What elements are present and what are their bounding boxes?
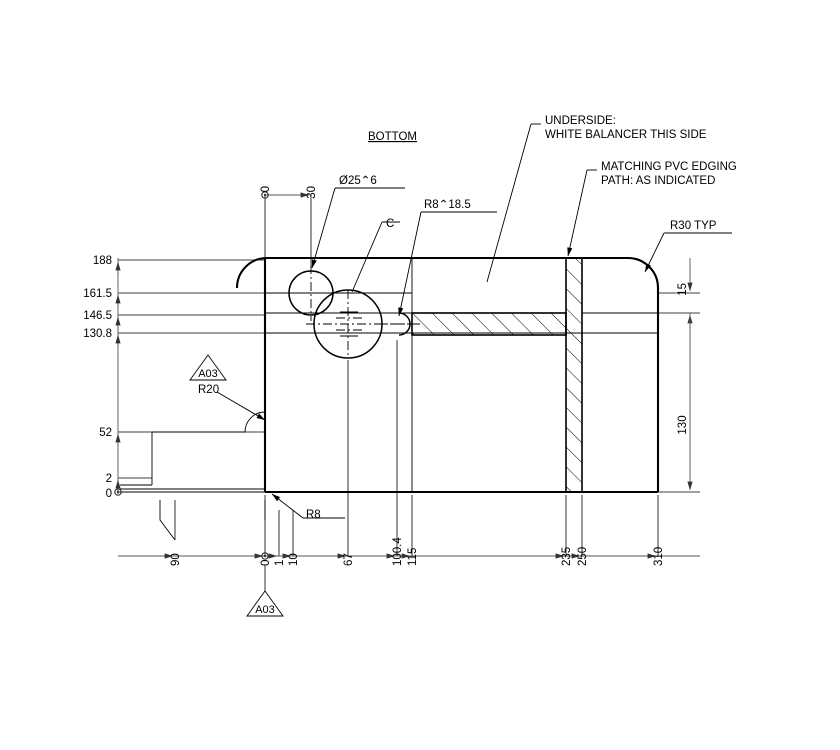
callout-fillet-r8: R8: [306, 509, 321, 521]
dim-bottom-1: 1: [274, 560, 286, 566]
dim-bottom-10: 10: [288, 553, 300, 566]
hatched-vertical-strip: [565, 257, 583, 493]
note-underside-line2: WHITE BALANCER THIS SIDE: [545, 129, 707, 141]
bottom-horizontal-dimension-chain: [118, 340, 700, 560]
left-vertical-dimension-chain: [114, 258, 265, 496]
dim-left-188: 188: [93, 255, 112, 267]
dim-left-146-5: 146.5: [83, 310, 112, 322]
dim-bottom-310: 310: [653, 547, 665, 566]
dim-left-2: 2: [106, 473, 112, 485]
hatched-edge-band: [411, 312, 567, 336]
callout-datum-c: C: [386, 218, 394, 230]
top-horizontal-dimension: [261, 191, 312, 268]
balloon-top: [189, 354, 227, 381]
dim-bottom-90: 90: [170, 553, 182, 566]
dim-bottom-250: 250: [577, 547, 589, 566]
dim-left-0: 0: [106, 488, 112, 500]
dim-bottom-0: 0: [260, 560, 272, 566]
balloon-bottom-label: A03: [255, 604, 275, 616]
left-step-profile: [120, 411, 266, 493]
dim-left-161-5: 161.5: [83, 288, 112, 300]
dim-bottom-115: 115: [407, 548, 419, 566]
dim-bottom-100-4: 100.4: [392, 537, 404, 566]
callout-corner-typ: R30 TYP: [670, 220, 717, 232]
note-pvc-line2: PATH: AS INDICATED: [601, 175, 715, 187]
callout-radius-slot: R8⌃18.5: [424, 199, 471, 211]
balloon-bottom: [246, 565, 284, 617]
dim-top-0: 0: [260, 186, 272, 192]
dim-left-52: 52: [99, 427, 112, 439]
view-title: BOTTOM: [368, 131, 417, 143]
right-vertical-dimension-chain: [658, 258, 700, 493]
note-underside-line1: UNDERSIDE:: [545, 115, 616, 127]
dim-bottom-67: 67: [343, 553, 355, 566]
callout-counterbore: Ø25⌃6: [339, 175, 377, 187]
dim-left-130-8: 130.8: [83, 328, 112, 340]
dim-right-15: 15: [677, 283, 689, 296]
balloon-top-label: A03: [198, 368, 218, 380]
note-pvc-line1: MATCHING PVC EDGING: [601, 161, 737, 173]
dim-right-130: 130: [677, 415, 689, 434]
callout-leaders: [216, 123, 732, 519]
callout-fillet-r20: R20: [198, 384, 219, 396]
dim-bottom-235: 235: [561, 547, 573, 566]
dim-top-30: 30: [306, 186, 318, 199]
